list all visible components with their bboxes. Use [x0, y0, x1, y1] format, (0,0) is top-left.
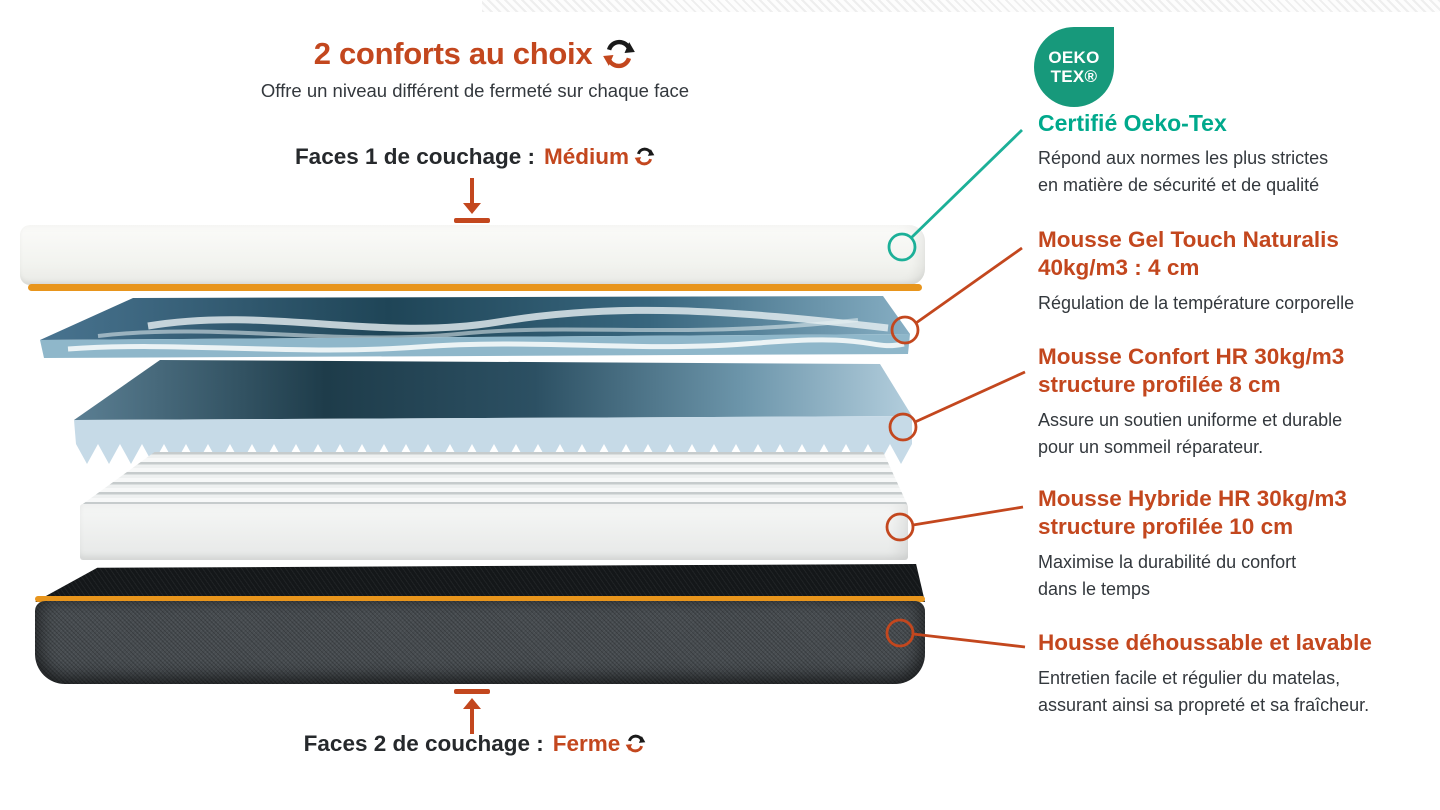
annotation-desc-line: en matière de sécurité et de qualité	[1038, 175, 1320, 195]
annotation-title: Certifié Oeko-Tex	[1038, 110, 1227, 136]
annotation-desc-line: Entretien facile et régulier du matelas,	[1038, 668, 1341, 688]
annotation-gel-layer: Mousse Gel Touch Naturalis 40kg/m3 : 4 c…	[1038, 226, 1438, 317]
annotation-title: structure profilée 8 cm	[1038, 372, 1281, 397]
cover-base-layer	[35, 564, 925, 684]
face-2-row[interactable]: Faces 2 de couchage : Ferme	[90, 731, 860, 757]
cover-top-surface	[35, 564, 925, 602]
annotation-desc-line: Régulation de la température corporelle	[1038, 293, 1355, 313]
comfort-top-layer	[20, 225, 925, 285]
page-title: 2 conforts au choix	[313, 36, 593, 71]
annotation-title: Mousse Hybride HR 30kg/m3	[1038, 486, 1347, 511]
annotation-hybrid-foam: Mousse Hybride HR 30kg/m3 structure prof…	[1038, 485, 1438, 603]
face-2-value: Ferme	[552, 731, 621, 756]
face-1-rotate-icon[interactable]	[634, 146, 655, 167]
down-arrow-icon	[452, 178, 492, 223]
annotation-title: Mousse Confort HR 30kg/m3	[1038, 344, 1345, 369]
up-arrow-icon	[452, 689, 492, 734]
face-1-row[interactable]: Faces 1 de couchage : Médium	[90, 144, 860, 170]
face-2-label: Faces 2 de couchage :	[303, 731, 544, 756]
annotation-title: Housse déhoussable et lavable	[1038, 630, 1372, 655]
gel-touch-layer	[40, 296, 910, 358]
hybrid-foam-face	[80, 504, 908, 560]
hybrid-foam-layer	[80, 452, 908, 560]
page-subtitle: Offre un niveau différent de fermeté sur…	[260, 80, 690, 101]
annotation-comfort-foam: Mousse Confort HR 30kg/m3 structure prof…	[1038, 343, 1438, 461]
annotation-desc-line: Maximise la durabilité du confort	[1038, 552, 1297, 572]
face-1-value: Médium	[544, 144, 630, 169]
annotation-oeko-tex: Certifié Oeko-Tex Répond aux normes les …	[1038, 109, 1438, 199]
annotation-desc-line: assurant ainsi sa propreté et sa fraîche…	[1038, 695, 1370, 715]
annotation-desc-line: Répond aux normes les plus strictes	[1038, 148, 1329, 168]
annotation-desc-line: Assure un soutien uniforme et durable	[1038, 410, 1343, 430]
oeko-tex-badge-line2: TEX®	[1050, 67, 1098, 86]
annotation-title: Mousse Gel Touch Naturalis	[1038, 227, 1339, 252]
annotation-title: structure profilée 10 cm	[1038, 514, 1294, 539]
top-layer-orange-piping	[28, 284, 922, 291]
oeko-tex-badge-line1: OEKO	[1048, 47, 1100, 67]
top-edge-texture	[482, 0, 1440, 12]
annotation-desc-line: pour un sommeil réparateur.	[1038, 437, 1264, 457]
cover-front-face	[35, 601, 925, 684]
annotation-desc-line: dans le temps	[1038, 579, 1151, 599]
annotation-cover: Housse déhoussable et lavable Entretien …	[1038, 629, 1438, 719]
oeko-tex-badge: OEKO TEX®	[1034, 27, 1114, 107]
cover-orange-piping	[35, 596, 925, 602]
annotation-title: 40kg/m3 : 4 cm	[1038, 255, 1200, 280]
hybrid-foam-ridges	[80, 452, 908, 506]
header: 2 conforts au choix Offre un niveau diff…	[90, 36, 860, 102]
face-2-rotate-icon[interactable]	[625, 733, 646, 754]
rotate-icon	[603, 39, 636, 69]
comfort-foam-zigzag-layer	[74, 360, 912, 464]
face-1-label: Faces 1 de couchage :	[294, 144, 536, 169]
